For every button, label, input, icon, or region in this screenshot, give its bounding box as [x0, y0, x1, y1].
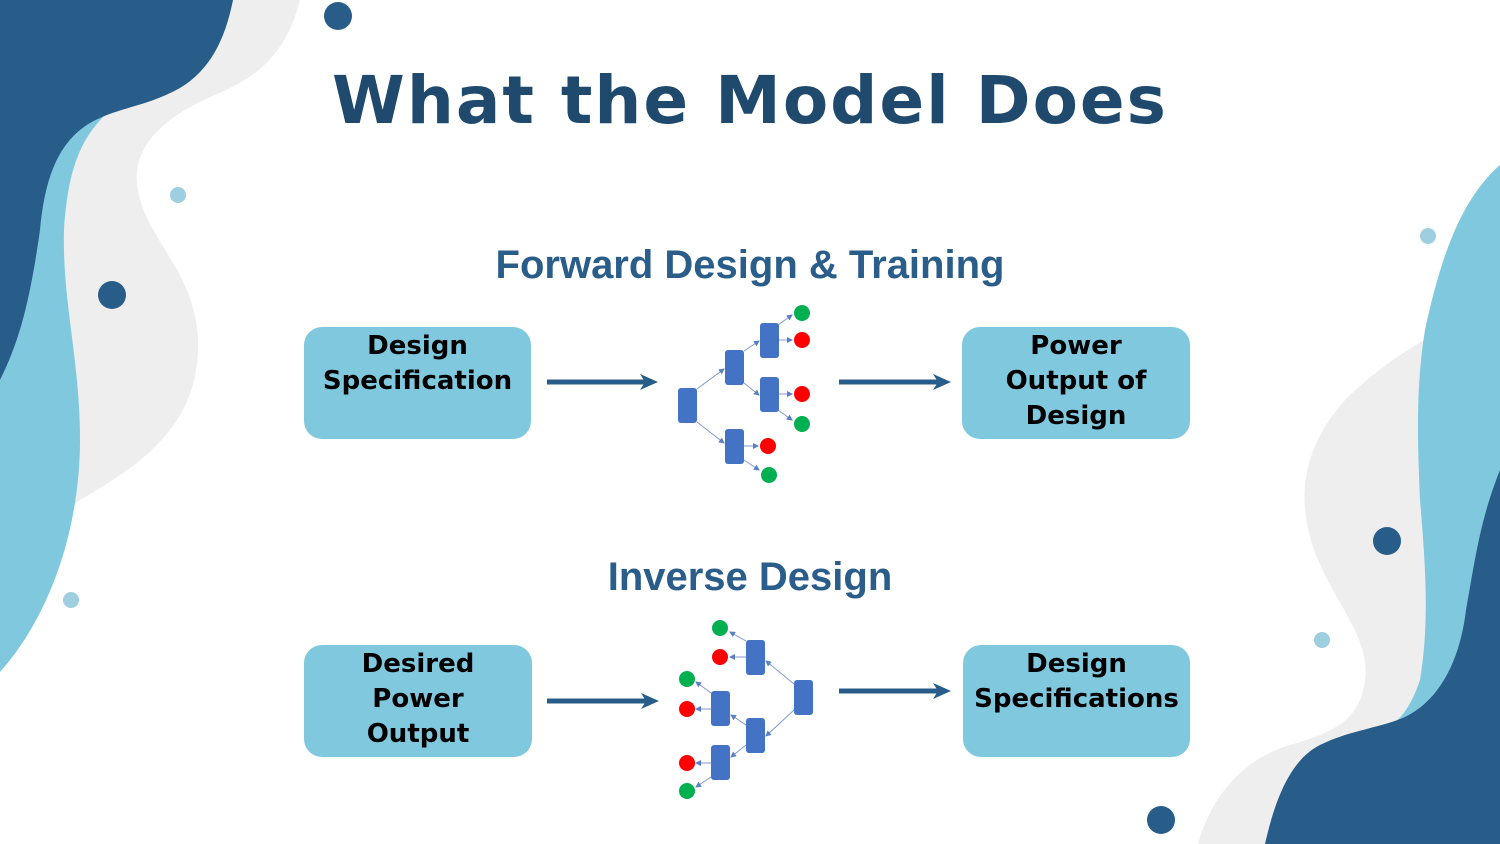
dot [324, 2, 352, 30]
box-line: Specification [322, 366, 513, 396]
forward-heading: Forward Design & Training [495, 243, 1005, 287]
box-line: Design [367, 331, 468, 361]
dot [1420, 228, 1436, 244]
dot [170, 187, 186, 203]
forward-input-box: Design Specification [304, 327, 531, 439]
box-line: Output [366, 719, 470, 749]
dot [1373, 527, 1401, 555]
dot [1314, 632, 1330, 648]
dot [1147, 806, 1175, 834]
box-line: Power [372, 684, 464, 714]
box-line: Design [1026, 649, 1127, 679]
wave-darkblue-top-left [0, 0, 233, 380]
dot [98, 281, 126, 309]
dot [63, 592, 79, 608]
wave-darkblue-bottom-right [1265, 470, 1500, 844]
box-line: Specifications [974, 684, 1179, 714]
inverse-input-box: Desired Power Output [304, 645, 532, 757]
forward-output-box: Power Output of Design [962, 327, 1190, 439]
box-line: Power [1030, 331, 1122, 361]
box-line: Output of [1005, 366, 1147, 396]
inverse-output-box: Design Specifications [963, 645, 1190, 757]
slide-title: What the Model Does [332, 62, 1168, 139]
box-line: Design [1025, 401, 1127, 431]
inverse-heading: Inverse Design [607, 555, 893, 599]
box-line: Desired [361, 649, 475, 679]
